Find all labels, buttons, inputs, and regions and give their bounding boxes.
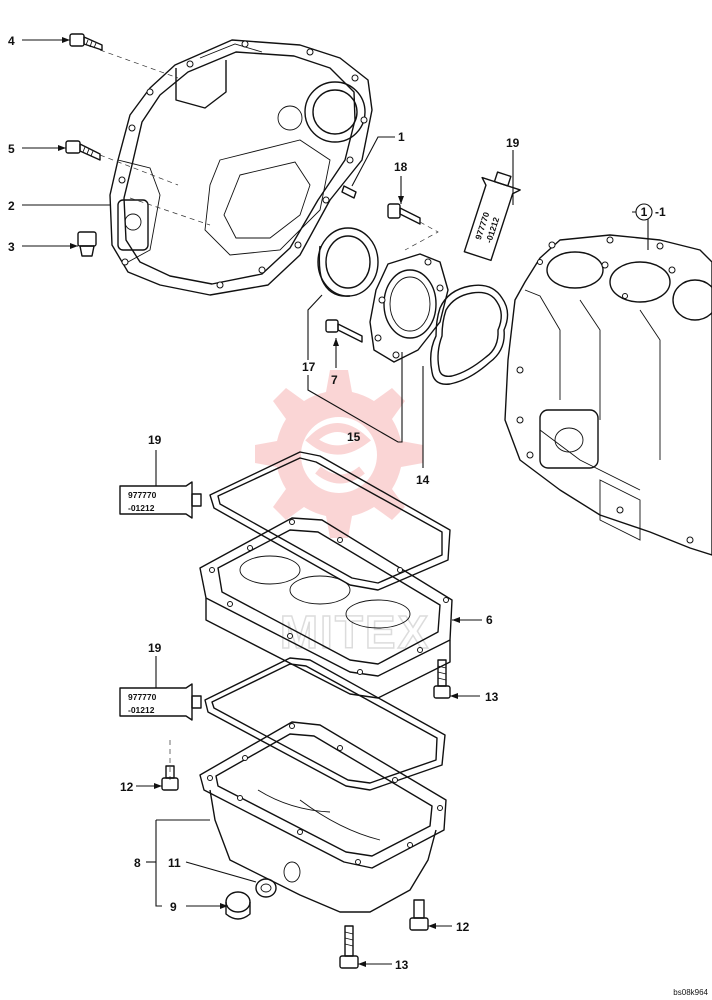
oil-pan-gasket-lower (204, 657, 446, 791)
callout-19-lower: 19 (148, 641, 162, 655)
dowel-pin-1 (341, 185, 357, 199)
callout-6: 6 (486, 613, 493, 627)
svg-text:1: 1 (641, 205, 648, 219)
oil-seal-17 (317, 227, 379, 297)
plug-3 (77, 231, 97, 257)
callout-17: 17 (302, 360, 316, 374)
callout-1: 1 (398, 130, 405, 144)
watermark-text: MITEX (280, 606, 431, 658)
oil-pan-gasket-upper (209, 451, 451, 591)
oil-seal-case-15 (369, 253, 449, 363)
circled-reference-1: 1 -1 (635, 203, 666, 221)
bolt-18 (387, 203, 439, 251)
drain-plug-9 (225, 891, 251, 920)
callout-19-top: 19 (506, 136, 520, 150)
sealant-tube-lower: 977770 -01212 (119, 683, 202, 721)
svg-text:-01212: -01212 (128, 705, 155, 715)
callout-19-middle: 19 (148, 433, 162, 447)
bolt-13-upper (433, 659, 451, 699)
oil-pan-6 (199, 517, 453, 699)
bolt-13-lower (339, 925, 359, 969)
bolt-5 (65, 140, 101, 161)
drawing-code: bs08k964 (673, 988, 708, 997)
callout-12-right: 12 (456, 920, 470, 934)
svg-text:977770: 977770 (128, 490, 157, 500)
bolt-4 (69, 33, 103, 51)
svg-text:-1: -1 (655, 205, 666, 219)
callout-15: 15 (347, 430, 361, 444)
svg-text:-01212: -01212 (128, 503, 155, 513)
callout-2: 2 (8, 199, 15, 213)
oil-pan-8 (169, 721, 447, 913)
callout-3: 3 (8, 240, 15, 254)
bolt-12-right (409, 899, 429, 931)
svg-text:977770: 977770 (128, 692, 157, 702)
callout-5: 5 (8, 142, 15, 156)
bolt-7 (325, 319, 363, 343)
callout-7: 7 (331, 373, 338, 387)
watermark-gear-logo (255, 370, 423, 538)
callout-9: 9 (170, 900, 177, 914)
leader-arrowheads (58, 37, 460, 967)
callout-8: 8 (134, 856, 141, 870)
callout-13-lower: 13 (395, 958, 409, 972)
callout-12-left: 12 (120, 780, 134, 794)
flywheel-housing (99, 39, 373, 296)
gasket-washer-11 (255, 878, 277, 898)
callout-14: 14 (416, 473, 430, 487)
callout-4: 4 (8, 34, 15, 48)
bolt-12-left (161, 765, 179, 791)
callout-13-upper: 13 (485, 690, 499, 704)
callout-18: 18 (394, 160, 408, 174)
callout-labels: 4 5 2 3 1 18 19 17 7 15 14 19 6 19 13 12… (8, 34, 520, 972)
engine-block (504, 234, 712, 556)
gasket-14 (429, 284, 509, 385)
sealant-tube-middle: 977770 -01212 (119, 481, 202, 519)
callout-11: 11 (168, 856, 181, 870)
